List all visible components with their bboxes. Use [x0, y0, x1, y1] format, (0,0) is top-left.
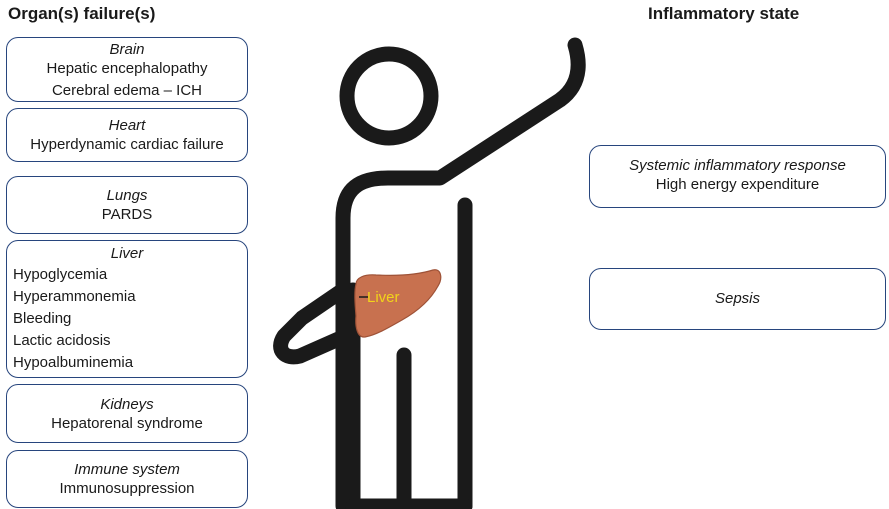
liver-label: Liver: [367, 289, 400, 306]
head-icon: [347, 54, 431, 138]
